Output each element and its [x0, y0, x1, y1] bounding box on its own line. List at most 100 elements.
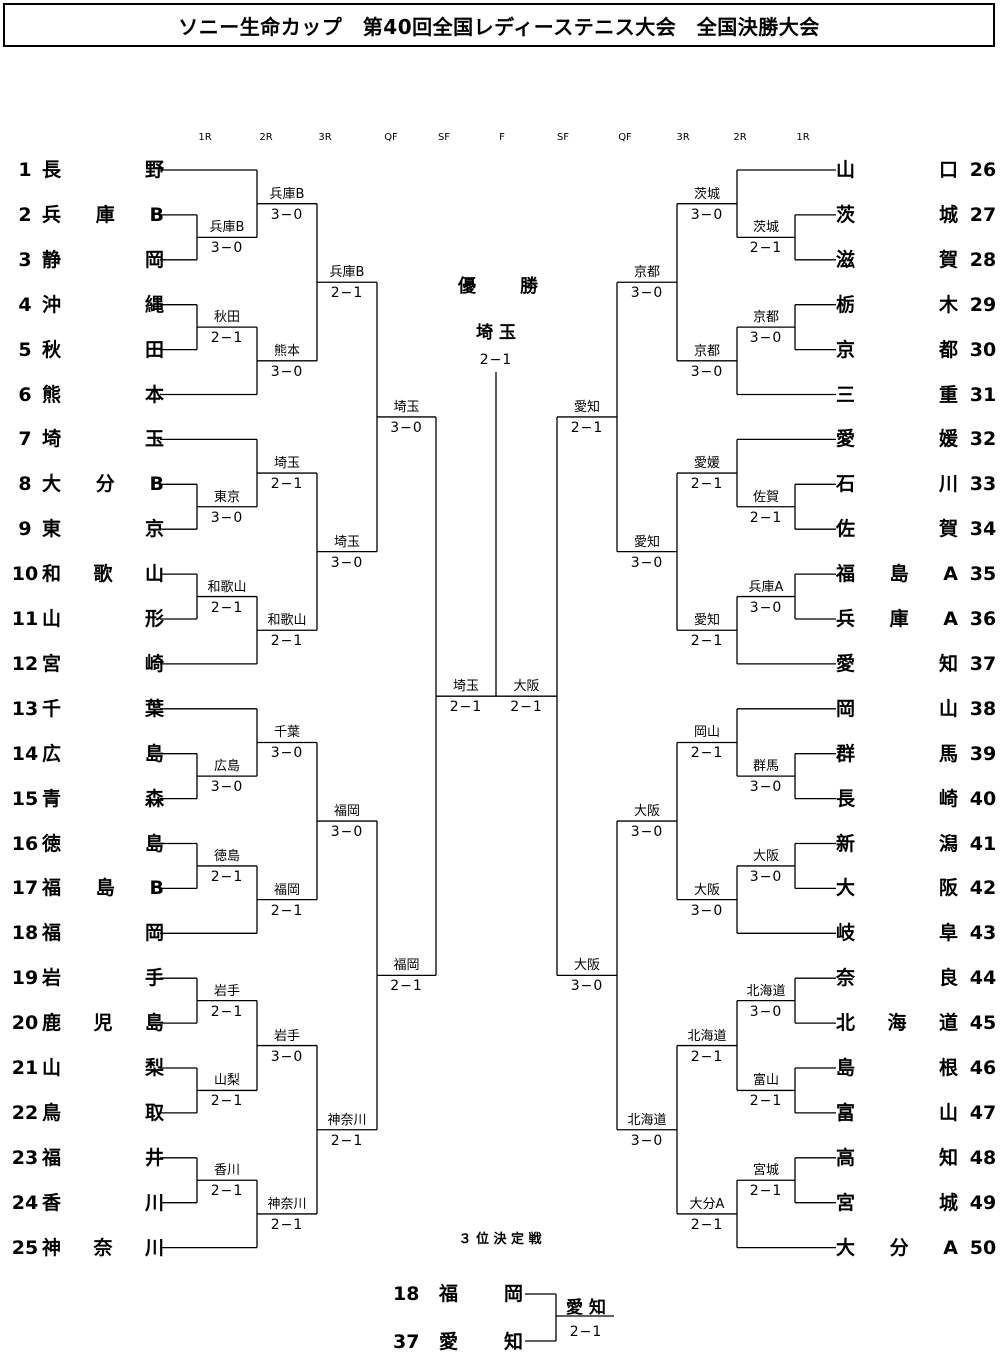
- team-char: 長: [42, 159, 62, 181]
- team-number: 13: [11, 697, 39, 720]
- team-char: 形: [144, 608, 164, 630]
- team-char: 奈: [93, 1236, 113, 1259]
- team-name: 福井: [42, 1146, 164, 1170]
- team-char: 森: [144, 787, 164, 810]
- match-score: 3−0: [570, 978, 604, 995]
- team-name: 秋田: [42, 338, 164, 362]
- match-score: 3−0: [690, 363, 724, 380]
- team-char: 福: [42, 922, 62, 945]
- match-score: 3−0: [210, 509, 244, 526]
- match-winner: 京都: [633, 265, 660, 281]
- match-score: 3−0: [330, 824, 364, 841]
- team-number: 17: [11, 877, 39, 900]
- team-char: 山: [836, 159, 856, 181]
- team-name: 島根: [836, 1056, 958, 1080]
- team-name: 沖縄: [42, 293, 164, 317]
- team-number: 24: [11, 1191, 39, 1214]
- team-name: 千葉: [42, 697, 164, 721]
- match-score: 3−0: [630, 824, 664, 841]
- team-char: 川: [144, 1236, 164, 1259]
- team-number: 33: [969, 473, 997, 496]
- team-char: 賀: [938, 248, 958, 271]
- match-score: 2−1: [270, 476, 304, 493]
- team-char: 知: [504, 1331, 524, 1353]
- team-char: 和: [42, 563, 62, 586]
- team-char: 長: [836, 787, 856, 810]
- team-char: 良: [938, 967, 958, 990]
- team-char: 秋: [42, 338, 62, 361]
- team-char: 賀: [938, 518, 958, 541]
- match-winner: 北海道: [627, 1112, 667, 1128]
- team-char: 栃: [836, 293, 856, 316]
- match-winner: 岡山: [693, 725, 720, 741]
- team-char: A: [943, 563, 958, 586]
- team-char: 奈: [836, 967, 856, 990]
- team-name: 岩手: [42, 966, 164, 990]
- third-place-title: ３ 位 決 定 戦: [458, 1232, 542, 1247]
- match-winner: 和歌山: [267, 613, 307, 629]
- team-name: 神奈川: [42, 1236, 164, 1260]
- round-header: SF: [437, 132, 451, 143]
- team-name: 滋賀: [836, 248, 958, 272]
- team-number: 18: [393, 1283, 420, 1305]
- third-place-team-b: 37 愛 知: [393, 1330, 523, 1354]
- team-char: 埼: [42, 428, 62, 451]
- third-place-team-a: 18 福 岡: [393, 1282, 523, 1306]
- match-score: 3−0: [749, 868, 783, 885]
- team-char: 岡: [836, 697, 856, 720]
- team-char: 富: [836, 1101, 856, 1124]
- team-char: 熊: [42, 383, 62, 406]
- team-number: 45: [969, 1012, 997, 1035]
- match-score: 2−1: [749, 1093, 783, 1110]
- team-name: 鹿児島: [42, 1011, 164, 1035]
- match-score: 2−1: [270, 902, 304, 919]
- match-winner: 東京: [213, 489, 240, 505]
- team-char: 神: [42, 1236, 62, 1259]
- team-char: 川: [144, 1191, 164, 1214]
- team-number: 47: [969, 1101, 997, 1124]
- match-winner: 兵庫B: [209, 220, 245, 236]
- match-winner: 大阪: [752, 848, 779, 864]
- team-char: 山: [144, 563, 164, 586]
- team-char: 宮: [42, 652, 62, 675]
- team-number: 11: [11, 608, 39, 630]
- team-name: 東京: [42, 517, 164, 541]
- match-winner: 愛知: [633, 534, 660, 550]
- match-winner: 大分A: [689, 1196, 725, 1212]
- match-score: 2−1: [690, 1216, 724, 1233]
- team-name: 奈良: [836, 966, 958, 990]
- match-winner: 神奈川: [267, 1196, 307, 1212]
- team-char: 海: [887, 1012, 907, 1035]
- team-name: 山梨: [42, 1056, 164, 1080]
- round-header: SF: [556, 132, 570, 143]
- match-score: 2−1: [210, 599, 244, 616]
- match-score: 2−1: [210, 1003, 244, 1020]
- team-number: 14: [11, 742, 39, 765]
- match-winner: 愛媛: [693, 456, 720, 472]
- team-char: B: [149, 473, 164, 496]
- team-char: 葉: [144, 697, 164, 720]
- team-char: 縄: [144, 293, 164, 316]
- match-score: 3−0: [630, 285, 664, 302]
- team-char: 愛: [836, 652, 856, 675]
- team-char: 岐: [836, 922, 856, 945]
- match-winner: 岩手: [213, 983, 240, 999]
- match-winner: 岩手: [273, 1028, 300, 1044]
- team-char: 大: [836, 1236, 856, 1259]
- match-score: 2−1: [690, 633, 724, 650]
- team-char: 宮: [836, 1191, 856, 1214]
- team-number: 20: [11, 1012, 39, 1035]
- team-char: 庫: [889, 608, 909, 630]
- team-char: 北: [836, 1012, 856, 1035]
